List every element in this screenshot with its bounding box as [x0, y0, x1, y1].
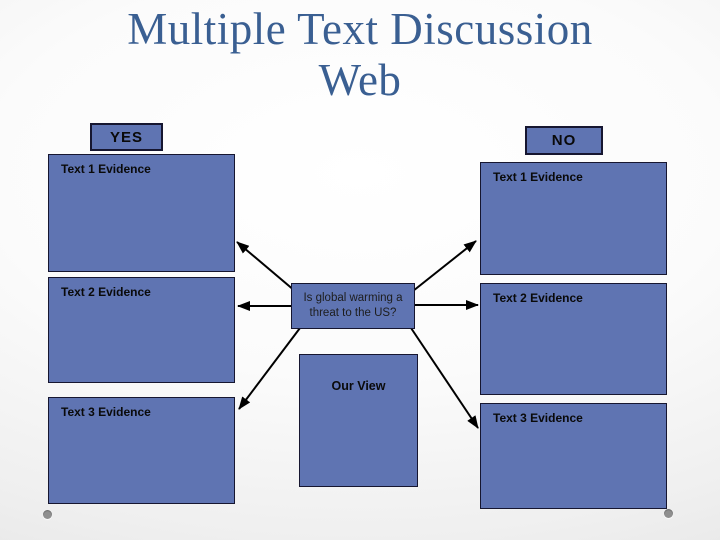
no-label: NO: [551, 132, 577, 149]
question-box: Is global warming a threat to the US?: [291, 283, 415, 329]
no-text1-evidence-label: Text 1 Evidence: [493, 170, 583, 184]
no-label-box: NO: [525, 126, 603, 155]
arrow-to-no-text3-icon: [410, 327, 479, 429]
arrow-to-no-text1-icon: [412, 240, 477, 292]
yes-text3-evidence-box: Text 3 Evidence: [48, 397, 235, 504]
no-text2-evidence-box: Text 2 Evidence: [480, 283, 667, 395]
yes-text2-evidence-label: Text 2 Evidence: [61, 285, 151, 299]
yes-label-box: YES: [90, 123, 163, 151]
yes-text1-evidence-box: Text 1 Evidence: [48, 154, 235, 272]
title-line-1: Multiple Text Discussion: [127, 4, 593, 54]
no-text1-evidence-box: Text 1 Evidence: [480, 162, 667, 275]
our-view-label: Our View: [331, 379, 386, 393]
no-text2-evidence-label: Text 2 Evidence: [493, 291, 583, 305]
title-line-2: Web: [318, 55, 402, 105]
no-text3-evidence-label: Text 3 Evidence: [493, 411, 583, 425]
page-title: Multiple Text Discussion Web: [0, 4, 720, 106]
question-text: Is global warming a threat to the US?: [303, 292, 403, 319]
our-view-box: Our View: [299, 354, 418, 487]
accent-dot-left-icon: [43, 510, 52, 519]
yes-text2-evidence-box: Text 2 Evidence: [48, 277, 235, 383]
yes-label: YES: [109, 128, 143, 146]
yes-text1-evidence-label: Text 1 Evidence: [61, 162, 151, 176]
yes-text3-evidence-label: Text 3 Evidence: [61, 405, 151, 419]
arrow-to-yes-text1-icon: [236, 241, 296, 292]
no-text3-evidence-box: Text 3 Evidence: [480, 403, 667, 509]
accent-dot-right-icon: [664, 509, 673, 518]
arrow-to-yes-text3-icon: [238, 327, 301, 410]
